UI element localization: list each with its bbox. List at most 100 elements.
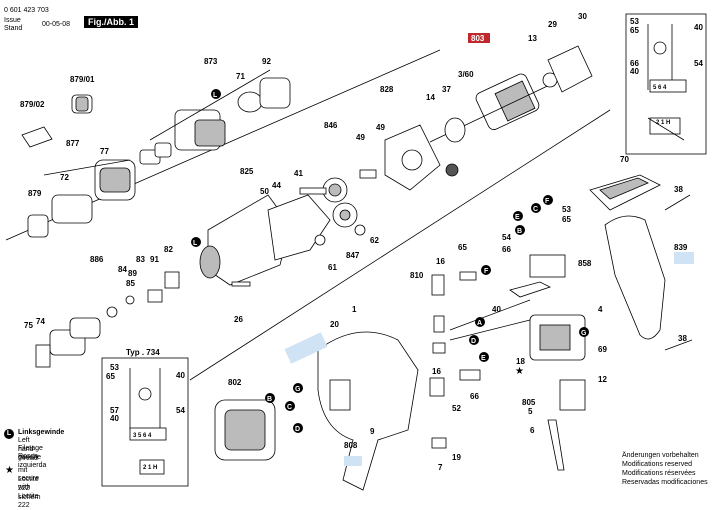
- svg-text:2 1 H: 2 1 H: [143, 465, 157, 471]
- label-92: 92: [262, 57, 271, 66]
- svg-text:L: L: [193, 240, 198, 247]
- thread-marker-icon: L: [4, 429, 14, 439]
- label-1: 1: [352, 305, 357, 314]
- inset-label-65: 65: [106, 372, 115, 381]
- marker-b-2: B: [515, 225, 525, 235]
- label-879: 879: [28, 189, 42, 198]
- thread-line-0: Linksgewinde: [18, 429, 65, 436]
- inset-label-53: 53: [110, 363, 119, 372]
- label-89: 89: [128, 269, 137, 278]
- label-825: 825: [240, 167, 254, 176]
- label-7: 7: [438, 463, 443, 472]
- label-14: 14: [426, 93, 435, 102]
- label-5: 5: [528, 407, 533, 416]
- brush-parts: [429, 254, 566, 449]
- svg-text:5 6 4: 5 6 4: [653, 85, 667, 91]
- label-803: 803: [471, 34, 485, 43]
- label-839: 839: [674, 243, 688, 252]
- label-65-top: 65: [630, 26, 639, 35]
- marker-b-1: B: [265, 393, 275, 403]
- svg-text:L: L: [213, 92, 218, 99]
- label-3-60: 3/60: [458, 70, 474, 79]
- label-4: 4: [598, 305, 603, 314]
- doc-number: 0 601 423 703: [4, 7, 49, 14]
- label-879-02: 879/02: [20, 100, 45, 109]
- left-thread-marker: L: [191, 237, 201, 247]
- inset-label-54: 54: [176, 406, 185, 415]
- marker-g-1: G: [293, 383, 303, 393]
- label-847: 847: [346, 251, 360, 260]
- label-30: 30: [578, 12, 587, 21]
- marker-d-2: D: [469, 335, 479, 345]
- label-49-b: 49: [376, 123, 385, 132]
- label-69: 69: [598, 345, 607, 354]
- label-62: 62: [370, 236, 379, 245]
- label-29: 29: [548, 20, 557, 29]
- label-83: 83: [136, 255, 145, 264]
- label-54-mid: 54: [502, 233, 511, 242]
- label-66-top: 66: [630, 59, 639, 68]
- label-66-low: 66: [470, 392, 479, 401]
- marker-e: E: [479, 352, 489, 362]
- thread-line-2: Filetage gauche: [18, 445, 43, 461]
- label-91: 91: [150, 255, 159, 264]
- left-thread-marker: L: [211, 89, 221, 99]
- svg-text:B: B: [517, 228, 522, 235]
- label-877: 877: [66, 139, 80, 148]
- label-37: 37: [442, 85, 451, 94]
- label-38-b: 38: [678, 334, 687, 343]
- figure-label: Fig./Abb. 1: [84, 16, 138, 28]
- inset-label-40-b: 40: [110, 414, 119, 423]
- motor-housing: [284, 331, 419, 491]
- label-66-mid: 66: [502, 245, 511, 254]
- thread-line-3: Rosca izquierda: [18, 453, 47, 469]
- label-886: 886: [90, 255, 104, 264]
- label-44: 44: [272, 181, 281, 190]
- svg-text:G: G: [581, 330, 587, 337]
- wiring-inset-bottom: 3 5 6 4 2 1 H: [101, 357, 189, 487]
- label-38-a: 38: [674, 185, 683, 194]
- gear-housing: [199, 194, 331, 287]
- label-858: 858: [578, 259, 592, 268]
- label-13: 13: [528, 34, 537, 43]
- svg-text:B: B: [267, 396, 272, 403]
- loctite-line-1: secure with Loctite 222: [18, 475, 40, 509]
- marker-f-2: F: [543, 195, 553, 205]
- svg-text:F: F: [484, 268, 489, 275]
- label-802: 802: [228, 378, 242, 387]
- label-805: 805: [522, 398, 536, 407]
- thread-line-1: Left hand thread: [18, 437, 38, 462]
- label-810: 810: [410, 271, 424, 280]
- label-65-mid: 65: [562, 215, 571, 224]
- field-coil: [214, 399, 276, 461]
- stand-label: Stand: [4, 25, 23, 32]
- label-873: 873: [204, 57, 218, 66]
- issue-date: 00-05-08: [42, 21, 71, 28]
- label-19: 19: [452, 453, 461, 462]
- spindle-parts: [35, 271, 180, 368]
- svg-text:G: G: [295, 386, 301, 393]
- label-77: 77: [100, 147, 109, 156]
- label-84: 84: [118, 265, 127, 274]
- switch-parts: [449, 299, 586, 471]
- star-icon: ★: [5, 465, 14, 476]
- svg-text:C: C: [287, 404, 292, 411]
- label-828: 828: [380, 85, 394, 94]
- highlight-803: [468, 33, 490, 43]
- label-70: 70: [620, 155, 629, 164]
- marker-c-2: C: [531, 203, 541, 213]
- label-40-top-b: 40: [630, 67, 639, 76]
- label-53-mid: 53: [562, 205, 571, 214]
- marker-f: F: [481, 265, 491, 275]
- label-16-b: 16: [432, 367, 441, 376]
- label-74: 74: [36, 317, 45, 326]
- marker-a: A: [475, 317, 485, 327]
- label-40-top: 40: [694, 23, 703, 32]
- label-9: 9: [370, 427, 375, 436]
- svg-text:3 5 6 4: 3 5 6 4: [133, 433, 152, 439]
- label-26: 26: [234, 315, 243, 324]
- label-16-a: 16: [436, 257, 445, 266]
- svg-text:D: D: [471, 338, 476, 345]
- footer-line-2: Modifications réservées: [622, 470, 696, 477]
- label-72: 72: [60, 173, 69, 182]
